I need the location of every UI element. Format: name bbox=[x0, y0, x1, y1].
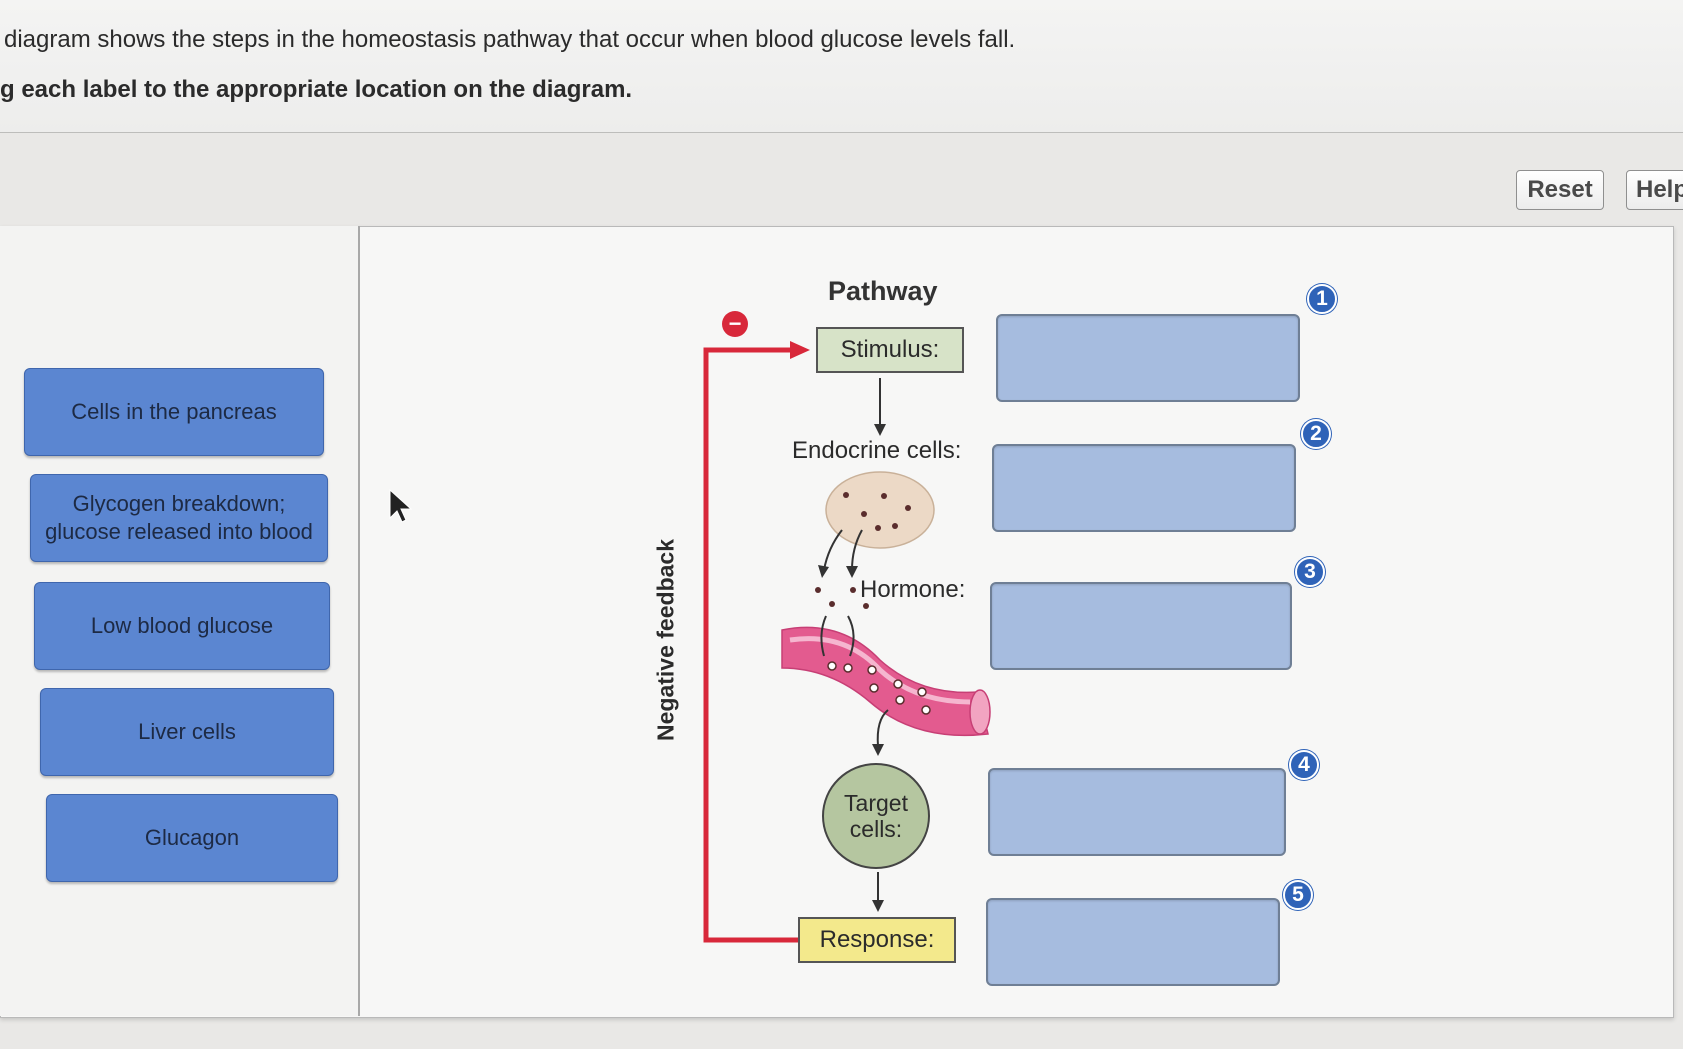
drop-target-2[interactable] bbox=[992, 444, 1296, 532]
endocrine-cells-label: Endocrine cells: bbox=[792, 437, 962, 464]
arrow-to-response bbox=[872, 900, 884, 912]
hormone-label: Hormone: bbox=[860, 576, 966, 603]
question-instruction: g each label to the appropriate location… bbox=[0, 76, 633, 103]
mouse-cursor-icon bbox=[389, 488, 413, 523]
drop-target-3[interactable] bbox=[990, 582, 1292, 670]
label-glycogen-breakdown[interactable]: Glycogen breakdown; glucose released int… bbox=[30, 474, 328, 562]
negative-sign-icon: − bbox=[722, 311, 748, 337]
target-number-4: 4 bbox=[1289, 750, 1319, 780]
question-area: diagram shows the steps in the homeostas… bbox=[0, 0, 1683, 133]
drop-target-4[interactable] bbox=[988, 768, 1286, 856]
target-cells-label-line2: cells: bbox=[849, 816, 903, 842]
response-box: Response: bbox=[798, 917, 956, 963]
feedback-arrowhead bbox=[790, 341, 810, 359]
arrow-stimulus-to-endocrine bbox=[874, 424, 886, 436]
target-number-5: 5 bbox=[1283, 880, 1313, 910]
label-low-blood-glucose[interactable]: Low blood glucose bbox=[34, 582, 330, 670]
label-glucagon[interactable]: Glucagon bbox=[46, 794, 338, 882]
reset-button[interactable]: Reset bbox=[1516, 170, 1604, 210]
label-liver-cells[interactable]: Liver cells bbox=[40, 688, 334, 776]
arrow-to-target bbox=[872, 744, 884, 756]
blood-vessel bbox=[781, 626, 989, 737]
target-number-3: 3 bbox=[1295, 557, 1325, 587]
drop-target-1[interactable] bbox=[996, 314, 1300, 402]
label-bank: Cells in the pancreas Glycogen breakdown… bbox=[0, 226, 360, 1016]
negative-feedback-label: Negative feedback bbox=[652, 539, 679, 741]
drop-target-5[interactable] bbox=[986, 898, 1280, 986]
stimulus-box: Stimulus: bbox=[816, 327, 964, 373]
target-number-1: 1 bbox=[1307, 284, 1337, 314]
target-number-2: 2 bbox=[1301, 419, 1331, 449]
label-cells-in-pancreas[interactable]: Cells in the pancreas bbox=[24, 368, 324, 456]
target-cells-label-line1: Target bbox=[844, 790, 908, 816]
help-button[interactable]: Help bbox=[1626, 170, 1683, 210]
endocrine-cell bbox=[825, 471, 935, 549]
question-text: diagram shows the steps in the homeostas… bbox=[4, 26, 1016, 53]
feedback-loop-line bbox=[703, 347, 798, 943]
pathway-title: Pathway bbox=[828, 276, 938, 306]
